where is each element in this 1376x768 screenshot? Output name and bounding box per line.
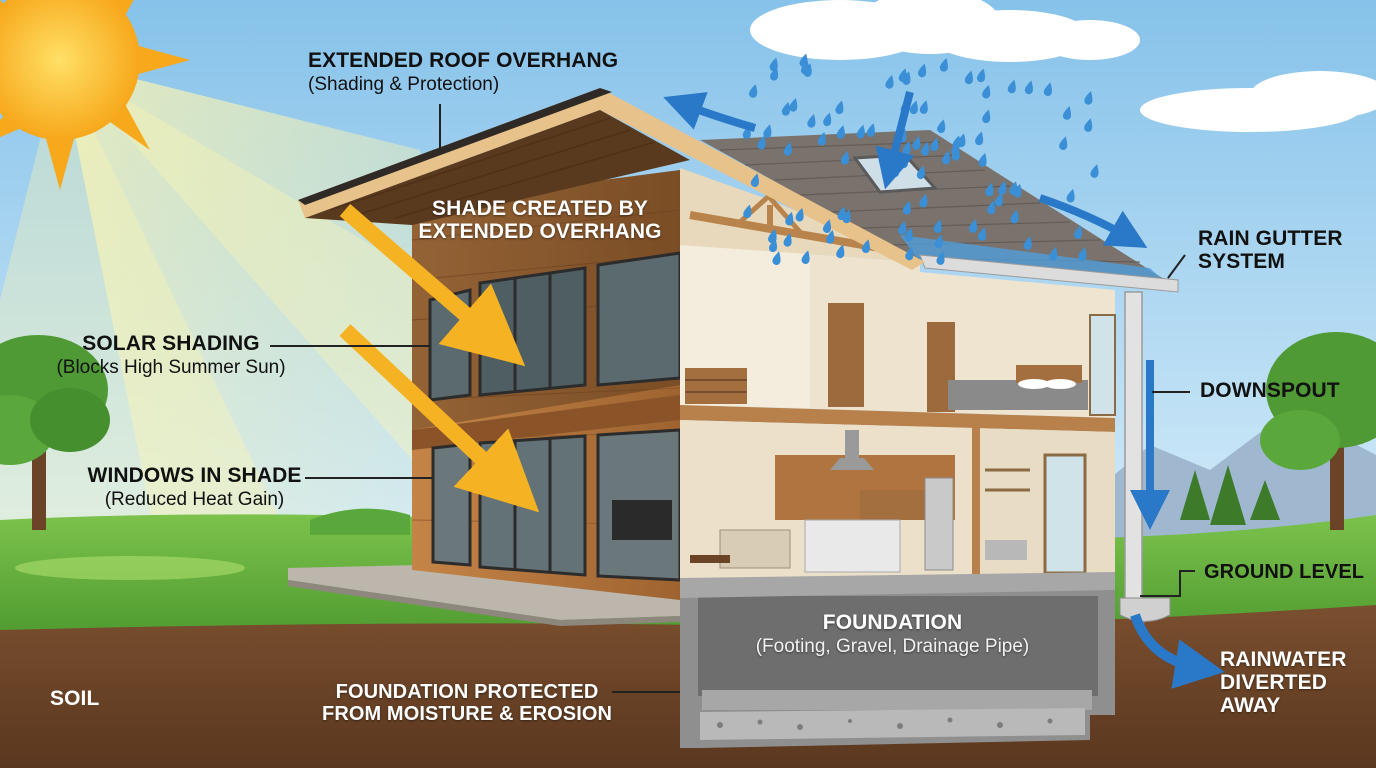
downspout-pipe	[1119, 291, 1171, 627]
rain-gutter-line1: RAIN GUTTER	[1198, 227, 1343, 250]
rainwater-line1: RAINWATER	[1220, 648, 1347, 671]
shade-created-line1: SHADE CREATED BY	[432, 197, 648, 220]
label-foundation-protected: FOUNDATION PROTECTED FROM MOISTURE & ERO…	[322, 681, 613, 725]
tree-icon	[1260, 332, 1376, 530]
sunlight-arrows	[339, 203, 540, 513]
sun-icon	[0, 0, 190, 190]
label-solar-shading: SOLAR SHADING (Blocks High Summer Sun)	[46, 332, 296, 378]
label-foundation: FOUNDATION (Footing, Gravel, Drainage Pi…	[750, 611, 1035, 657]
leader-lines	[270, 104, 1195, 693]
rainwater-line3: AWAY	[1220, 694, 1281, 718]
label-shade-created: SHADE CREATED BY EXTENDED OVERHANG	[405, 197, 675, 243]
label-rainwater-diverted: RAINWATER DIVERTED AWAY	[1220, 648, 1347, 717]
tree-icon	[1180, 465, 1280, 525]
ground-level-title: GROUND LEVEL	[1204, 561, 1365, 583]
rainwater-line2: DIVERTED	[1220, 671, 1327, 695]
downspout-title: DOWNSPOUT	[1200, 379, 1340, 402]
soil-title: SOIL	[50, 687, 100, 710]
foundation-cutaway	[680, 580, 1115, 748]
roof-overhang-subtitle: (Shading & Protection)	[308, 73, 500, 95]
foundation-title: FOUNDATION	[822, 611, 963, 634]
patio-slab	[288, 565, 680, 620]
roof-overhang-title: EXTENDED ROOF OVERHANG	[308, 49, 619, 72]
solar-shading-subtitle: (Blocks High Summer Sun)	[56, 356, 286, 378]
label-windows-in-shade: WINDOWS IN SHADE (Reduced Heat Gain)	[82, 464, 307, 510]
cloud-icon	[750, 0, 1376, 132]
windows-in-shade-subtitle: (Reduced Heat Gain)	[104, 488, 285, 510]
tree-icon	[0, 335, 110, 530]
foundation-protected-line2: FROM MOISTURE & EROSION	[322, 702, 613, 725]
foundation-subtitle: (Footing, Gravel, Drainage Pipe)	[755, 635, 1030, 657]
rain-gutter-line2: SYSTEM	[1198, 249, 1285, 273]
label-soil: SOIL	[50, 687, 100, 711]
windows-in-shade-title: WINDOWS IN SHADE	[87, 464, 302, 487]
foundation-protected-line1: FOUNDATION PROTECTED	[335, 681, 599, 703]
shade-created-line2: EXTENDED OVERHANG	[418, 219, 662, 243]
label-rain-gutter: RAIN GUTTER SYSTEM	[1198, 227, 1343, 273]
roof-overhang	[298, 88, 925, 270]
label-ground-level: GROUND LEVEL	[1204, 561, 1365, 584]
solar-shading-title: SOLAR SHADING	[82, 332, 260, 355]
label-downspout: DOWNSPOUT	[1200, 379, 1340, 403]
interior-cutaway	[612, 245, 1116, 598]
water-flow-arrows	[663, 91, 1225, 689]
label-roof-overhang: EXTENDED ROOF OVERHANG (Shading & Protec…	[308, 49, 619, 95]
